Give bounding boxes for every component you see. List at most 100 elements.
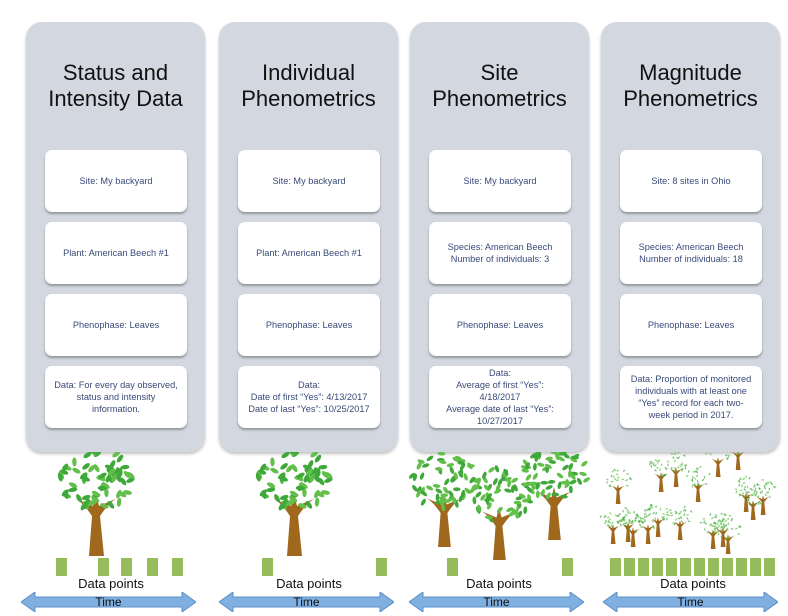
- time-label: Time: [293, 595, 320, 609]
- info-card: Phenophase: Leaves: [45, 294, 187, 356]
- tree-icon: [734, 475, 760, 512]
- info-card: Site: My backyard: [45, 150, 187, 212]
- column-title: Individual Phenometrics: [241, 60, 376, 111]
- data-point: [98, 558, 109, 576]
- info-card: Plant: American Beech #1: [238, 222, 380, 284]
- trees-illustration: [57, 452, 135, 556]
- tree-icon: [711, 512, 734, 547]
- info-card-text: Plant: American Beech #1: [63, 248, 169, 258]
- data-point: [680, 558, 691, 576]
- trees-illustration: [255, 452, 333, 556]
- column-title: Status and Intensity Data: [48, 60, 183, 111]
- data-points-label: Data points: [466, 576, 532, 591]
- column-title: Magnitude Phenometrics: [623, 60, 758, 111]
- trees-illustration: [408, 452, 590, 560]
- info-card-text: Site: My backyard: [79, 176, 153, 186]
- info-card: Phenophase: Leaves: [620, 294, 762, 356]
- info-card: Species: American Beech Number of indivi…: [429, 222, 571, 284]
- column-title: Site Phenometrics: [432, 60, 567, 111]
- info-card: Site: 8 sites in Ohio: [620, 150, 762, 212]
- data-point: [56, 558, 67, 576]
- tree-icon: [645, 503, 672, 537]
- info-card-text: Site: 8 sites in Ohio: [651, 176, 731, 186]
- tree-icon: [664, 452, 687, 487]
- tree-icon: [619, 510, 646, 547]
- info-card: Phenophase: Leaves: [429, 294, 571, 356]
- data-point: [666, 558, 677, 576]
- data-points-label: Data points: [78, 576, 144, 591]
- info-card-text: Plant: American Beech #1: [256, 248, 362, 258]
- time-label: Time: [95, 595, 122, 609]
- tree-icon: [606, 468, 633, 504]
- info-card: Data: For every day observed, status and…: [45, 366, 187, 428]
- info-card-text: Phenophase: Leaves: [72, 320, 160, 330]
- time-arrow: Time: [21, 592, 196, 612]
- info-card-text: Site: My backyard: [272, 176, 346, 186]
- data-point: [172, 558, 183, 576]
- data-point: [376, 558, 387, 576]
- data-point: [262, 558, 273, 576]
- tree-icon: [742, 485, 762, 520]
- data-point: [764, 558, 775, 576]
- info-card: Phenophase: Leaves: [238, 294, 380, 356]
- data-point: [652, 558, 663, 576]
- info-card: Data: Proportion of monitored individual…: [620, 366, 762, 428]
- tree-icon: [749, 479, 777, 515]
- time-label: Time: [483, 595, 510, 609]
- tree-icon: [705, 452, 730, 477]
- data-point: [722, 558, 733, 576]
- info-card-text: Data: Average of first “Yes”: 4/18/2017 …: [446, 368, 554, 426]
- data-point: [750, 558, 761, 576]
- tree-icon: [408, 452, 481, 547]
- info-card-text: Phenophase: Leaves: [456, 320, 544, 330]
- tree-icon: [649, 459, 670, 492]
- time-arrow: Time: [219, 592, 394, 612]
- data-point: [708, 558, 719, 576]
- info-card-text: Phenophase: Leaves: [647, 320, 735, 330]
- info-card: Site: My backyard: [429, 150, 571, 212]
- info-card-text: Data: For every day observed, status and…: [54, 380, 178, 414]
- tree-icon: [520, 452, 590, 540]
- tree-icon: [57, 452, 135, 556]
- time-arrow: Time: [409, 592, 584, 612]
- tree-icon: [686, 466, 711, 502]
- info-card-text: Phenophase: Leaves: [265, 320, 353, 330]
- trees-illustration: [599, 452, 777, 554]
- tree-icon: [469, 465, 535, 560]
- data-point: [638, 558, 649, 576]
- data-point: [562, 558, 573, 576]
- data-point: [624, 558, 635, 576]
- tree-icon: [255, 452, 333, 556]
- data-point: [610, 558, 621, 576]
- data-point: [121, 558, 132, 576]
- info-card: Species: American Beech Number of indivi…: [620, 222, 762, 284]
- info-card: Site: My backyard: [238, 150, 380, 212]
- data-point: [447, 558, 458, 576]
- info-card: Data: Average of first “Yes”: 4/18/2017 …: [429, 366, 571, 428]
- tree-icon: [637, 507, 657, 544]
- info-card-text: Data: Proportion of monitored individual…: [630, 374, 752, 420]
- tree-icon: [730, 452, 744, 470]
- info-card-text: Species: American Beech Number of indivi…: [447, 242, 553, 264]
- info-card-text: Data: Date of first “Yes”: 4/13/2017 Dat…: [248, 380, 370, 414]
- time-label: Time: [677, 595, 704, 609]
- info-card: Plant: American Beech #1: [45, 222, 187, 284]
- data-point: [736, 558, 747, 576]
- info-card-text: Species: American Beech Number of indivi…: [638, 242, 744, 264]
- data-point: [147, 558, 158, 576]
- data-point: [694, 558, 705, 576]
- info-card: Data: Date of first “Yes”: 4/13/2017 Dat…: [238, 366, 380, 428]
- time-arrow: Time: [603, 592, 778, 612]
- data-points-label: Data points: [660, 576, 726, 591]
- tree-icon: [716, 517, 742, 554]
- info-card-text: Site: My backyard: [463, 176, 537, 186]
- tree-icon: [599, 512, 626, 544]
